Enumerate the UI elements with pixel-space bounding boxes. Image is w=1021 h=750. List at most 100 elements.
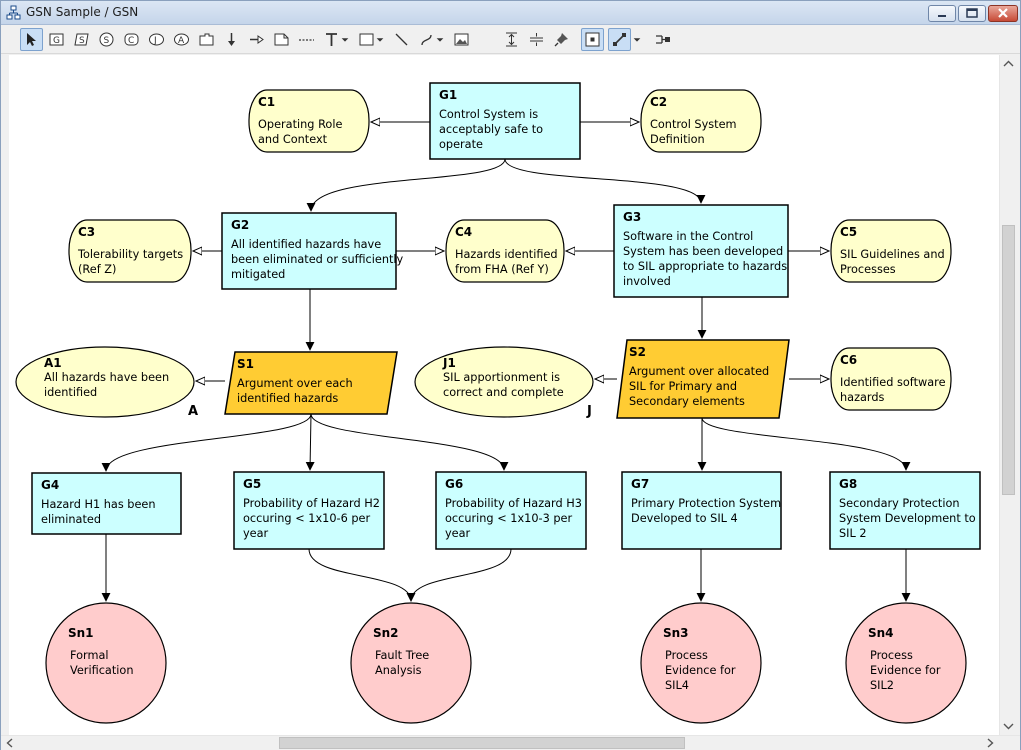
dashed-line-tool[interactable]	[295, 28, 318, 51]
goal-tool[interactable]: G	[45, 28, 68, 51]
select-tool[interactable]	[20, 28, 43, 51]
scroll-down-icon	[1003, 723, 1014, 730]
node-text-line: occuring < 1x10-3 per	[445, 512, 572, 525]
chevron-down-icon	[341, 38, 349, 42]
context-tool[interactable]: C	[120, 28, 143, 51]
node-text-line: Fault Tree	[375, 649, 429, 662]
align-vertical-tool[interactable]	[500, 28, 523, 51]
align-horizontal-tool[interactable]	[525, 28, 548, 51]
supported-by-tool[interactable]	[220, 28, 243, 51]
edge-s1-g6[interactable]	[310, 413, 509, 471]
connector-dropdown[interactable]	[631, 28, 643, 51]
context-icon: C	[124, 33, 139, 46]
node-text-line: year	[445, 527, 471, 540]
goal-shape	[233, 471, 385, 550]
rectangle-icon	[359, 33, 374, 46]
edge-s1-g4[interactable]	[101, 413, 312, 472]
layout-tool[interactable]	[651, 28, 674, 51]
edge-g6-sn2[interactable]	[406, 548, 512, 602]
align-horizontal-icon	[530, 33, 543, 46]
node-id: Sn2	[373, 626, 399, 640]
node-text-line: from FHA (Ref Y)	[455, 263, 549, 276]
node-id: C2	[650, 95, 667, 109]
context-shape	[830, 219, 952, 283]
edge-g1-g2[interactable]	[306, 158, 506, 212]
layout-icon	[656, 35, 670, 44]
goal-icon: G	[49, 33, 64, 46]
curve-dropdown[interactable]	[434, 28, 446, 51]
image-tool[interactable]	[450, 28, 473, 51]
title-bar[interactable]: GSN Sample / GSN	[1, 1, 1020, 25]
node-text-line: Developed to SIL 4	[631, 512, 738, 525]
goal-shape	[621, 471, 782, 550]
maximize-button[interactable]	[958, 5, 986, 22]
horizontal-scrollbar[interactable]	[1, 735, 1020, 750]
edge-g5-sn2[interactable]	[308, 548, 416, 602]
node-id: C4	[455, 225, 472, 239]
justification-tool[interactable]: J	[145, 28, 168, 51]
text-tool[interactable]	[320, 28, 343, 51]
edge-s1-g5[interactable]	[305, 413, 315, 471]
curve-tool[interactable]	[415, 28, 438, 51]
node-id: G6	[445, 477, 463, 491]
node-text-line: acceptably safe to	[439, 123, 543, 136]
connector-style-tool[interactable]	[608, 28, 631, 51]
solution-shape	[45, 602, 167, 724]
strategy-shape	[616, 339, 790, 419]
node-text-line: Evidence for	[870, 664, 941, 677]
rectangle-dropdown[interactable]	[374, 28, 386, 51]
rectangle-tool[interactable]	[355, 28, 378, 51]
solution-shape	[350, 602, 472, 724]
node-text-line: year	[243, 527, 269, 540]
module-tool[interactable]	[195, 28, 218, 51]
in-context-of-tool[interactable]	[245, 28, 268, 51]
minimize-button[interactable]	[928, 5, 956, 22]
solution-tool[interactable]: S	[95, 28, 118, 51]
node-text-line: identified	[44, 386, 97, 399]
minimize-icon	[938, 15, 946, 17]
node-id: Sn1	[68, 626, 94, 640]
edge-s2-g8[interactable]	[701, 417, 911, 471]
context-shape	[445, 219, 565, 283]
goal-shape	[31, 472, 182, 535]
line-tool[interactable]	[390, 28, 413, 51]
goal-shape	[829, 471, 981, 550]
node-text-line: hazards	[840, 391, 885, 404]
vertical-scrollbar[interactable]	[999, 55, 1017, 735]
snap-tool[interactable]	[581, 28, 604, 51]
horizontal-scroll-thumb[interactable]	[279, 737, 685, 749]
strategy-tool[interactable]: S	[70, 28, 93, 51]
text-dropdown[interactable]	[339, 28, 351, 51]
edge-g1-g3[interactable]	[504, 158, 706, 204]
pin-tool[interactable]	[550, 28, 573, 51]
note-tool[interactable]	[270, 28, 293, 51]
scroll-right-icon	[987, 738, 994, 748]
vertical-scroll-thumb[interactable]	[1002, 225, 1015, 495]
close-icon	[998, 8, 1008, 18]
close-button[interactable]	[988, 5, 1018, 22]
assumption-tool[interactable]: A	[170, 28, 193, 51]
